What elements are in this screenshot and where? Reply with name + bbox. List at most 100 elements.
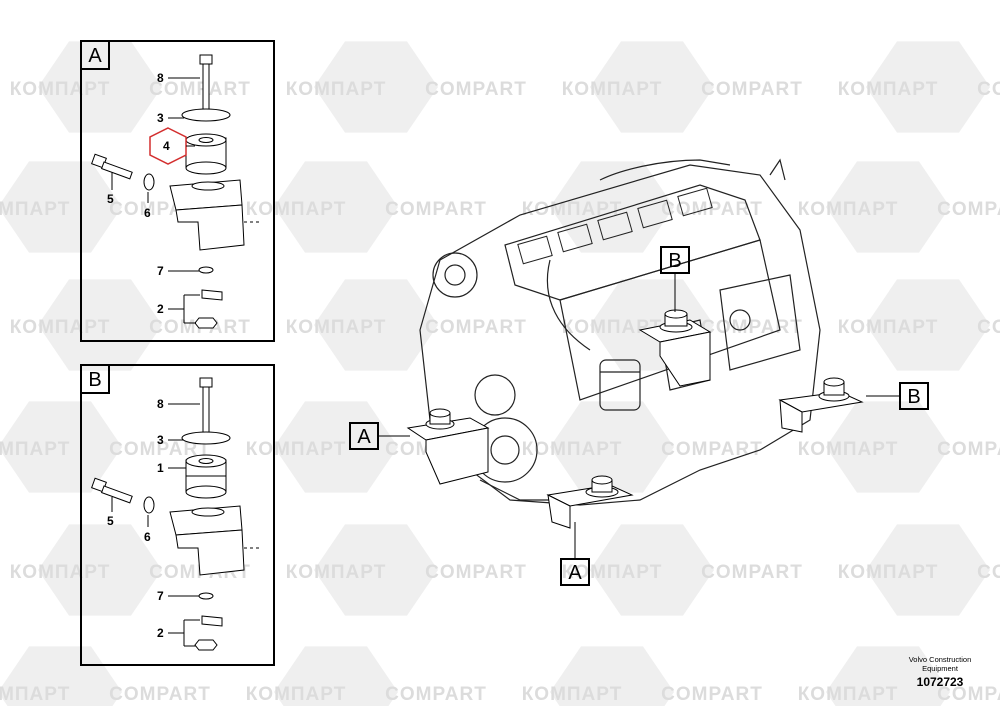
- watermark-text: КОМПАРТ: [562, 317, 663, 338]
- watermark-text: КОМПАРТ: [522, 199, 623, 220]
- watermark-logo: [826, 401, 950, 493]
- watermark-text: КОМПАРТ: [522, 684, 623, 705]
- watermark-text: КОМПАРТ: [0, 199, 70, 220]
- svg-text:7: 7: [157, 264, 164, 278]
- watermark-text: COMPART: [661, 199, 763, 220]
- svg-text:4: 4: [163, 139, 170, 153]
- callout-6-a: 6: [144, 192, 151, 220]
- svg-text:3: 3: [157, 433, 164, 447]
- watermark-logo: [826, 161, 950, 253]
- watermark-logo: [274, 161, 398, 253]
- svg-text:2: 2: [157, 302, 164, 316]
- watermark-text: COMPART: [425, 317, 527, 338]
- callout-4-a: 4: [149, 127, 195, 165]
- engine-illustration: [406, 158, 864, 529]
- watermark-text: COMPART: [109, 684, 211, 705]
- callout-8-b: 8: [157, 397, 200, 411]
- watermark-logo: [38, 41, 162, 133]
- engine-bracket-icon: [169, 505, 262, 576]
- svg-text:B: B: [668, 250, 681, 272]
- watermark-logo: [38, 524, 162, 616]
- watermark-text: COMPART: [937, 199, 1000, 220]
- engine-label-b-top: B: [660, 246, 690, 312]
- callout-8-a: 8: [157, 71, 200, 85]
- watermark-text: COMPART: [977, 317, 1000, 338]
- watermark-logo: [590, 41, 714, 133]
- watermark-text: КОМПАРТ: [246, 439, 347, 460]
- watermark-text: COMPART: [109, 439, 211, 460]
- watermark-text: COMPART: [977, 79, 1000, 100]
- engine-mount-front-right: [546, 475, 634, 529]
- watermark-text: КОМПАРТ: [0, 684, 70, 705]
- engine-label-a-bottom: A: [560, 522, 590, 586]
- callout-3-a: 3: [157, 111, 184, 125]
- watermark-text: COMPART: [701, 79, 803, 100]
- watermark-text: КОМПАРТ: [286, 79, 387, 100]
- spring-washer-icon: [198, 592, 214, 600]
- footer-block: Volvo Construction Equipment 1072723: [909, 655, 972, 689]
- watermark-text: COMPART: [661, 684, 763, 705]
- callout-7-a: 7: [157, 264, 199, 278]
- svg-text:8: 8: [157, 397, 164, 411]
- watermark-text: КОМПАРТ: [0, 439, 70, 460]
- watermark-text: КОМПАРТ: [838, 562, 939, 583]
- watermark-logo: [866, 279, 990, 371]
- watermark-text: КОМПАРТ: [246, 199, 347, 220]
- engine-mount-front-left: [406, 408, 490, 485]
- lock-washer-icon: [143, 173, 155, 191]
- svg-text:6: 6: [144, 530, 151, 544]
- svg-text:8: 8: [157, 71, 164, 85]
- callout-2-b: 2: [157, 619, 200, 647]
- callout-3-b: 3: [157, 433, 184, 447]
- watermark-logo: [550, 401, 674, 493]
- bolt-icon: [199, 377, 213, 438]
- nut-icon: [194, 289, 223, 329]
- watermark-text: КОМПАРТ: [522, 439, 623, 460]
- watermark-text: КОМПАРТ: [798, 439, 899, 460]
- watermark-text: COMPART: [425, 79, 527, 100]
- panel-b-letter: B: [88, 369, 101, 391]
- watermark-text: COMPART: [701, 562, 803, 583]
- watermark-text: КОМПАРТ: [10, 79, 111, 100]
- watermark-logo: [38, 279, 162, 371]
- washer-icon: [181, 431, 231, 445]
- engine-bracket-icon: [169, 179, 262, 251]
- company-name: Volvo Construction: [909, 655, 972, 664]
- watermark-logo: [0, 401, 122, 493]
- watermark-text: КОМПАРТ: [562, 562, 663, 583]
- part-number: 1072723: [917, 675, 964, 689]
- svg-text:5: 5: [107, 514, 114, 528]
- rubber-mount-icon: [185, 133, 227, 175]
- panel-a-letter: A: [88, 45, 102, 67]
- engine-mount-rear-right: [778, 377, 864, 433]
- watermark-text: COMPART: [937, 684, 1000, 705]
- callout-5-b: 5: [107, 497, 114, 528]
- svg-text:3: 3: [157, 111, 164, 125]
- watermark-text: COMPART: [149, 79, 251, 100]
- engine-mount-rear-left: [638, 309, 712, 387]
- watermark-text: COMPART: [661, 439, 763, 460]
- watermark-logo: [314, 279, 438, 371]
- svg-text:A: A: [357, 426, 371, 448]
- watermark-text: COMPART: [385, 199, 487, 220]
- watermark-logo: [866, 41, 990, 133]
- watermark-logo: [866, 524, 990, 616]
- watermark-text: COMPART: [425, 562, 527, 583]
- svg-text:1: 1: [157, 461, 164, 475]
- watermark-logo: [0, 646, 122, 706]
- watermark-text: КОМПАРТ: [798, 199, 899, 220]
- spring-washer-icon: [198, 266, 214, 274]
- watermark-text: КОМПАРТ: [562, 79, 663, 100]
- callout-2-a: 2: [157, 294, 200, 324]
- detail-panel-b: B 8: [80, 364, 275, 666]
- svg-text:6: 6: [144, 206, 151, 220]
- detail-panel-a: A: [80, 40, 275, 342]
- callout-1-b: 1: [157, 461, 186, 475]
- watermark-text: КОМПАРТ: [10, 317, 111, 338]
- hex-bolt-icon: [91, 477, 133, 504]
- callout-6-b: 6: [144, 515, 151, 544]
- watermark-logo: [826, 646, 950, 706]
- svg-text:5: 5: [107, 192, 114, 206]
- watermark-text: КОМПАРТ: [838, 317, 939, 338]
